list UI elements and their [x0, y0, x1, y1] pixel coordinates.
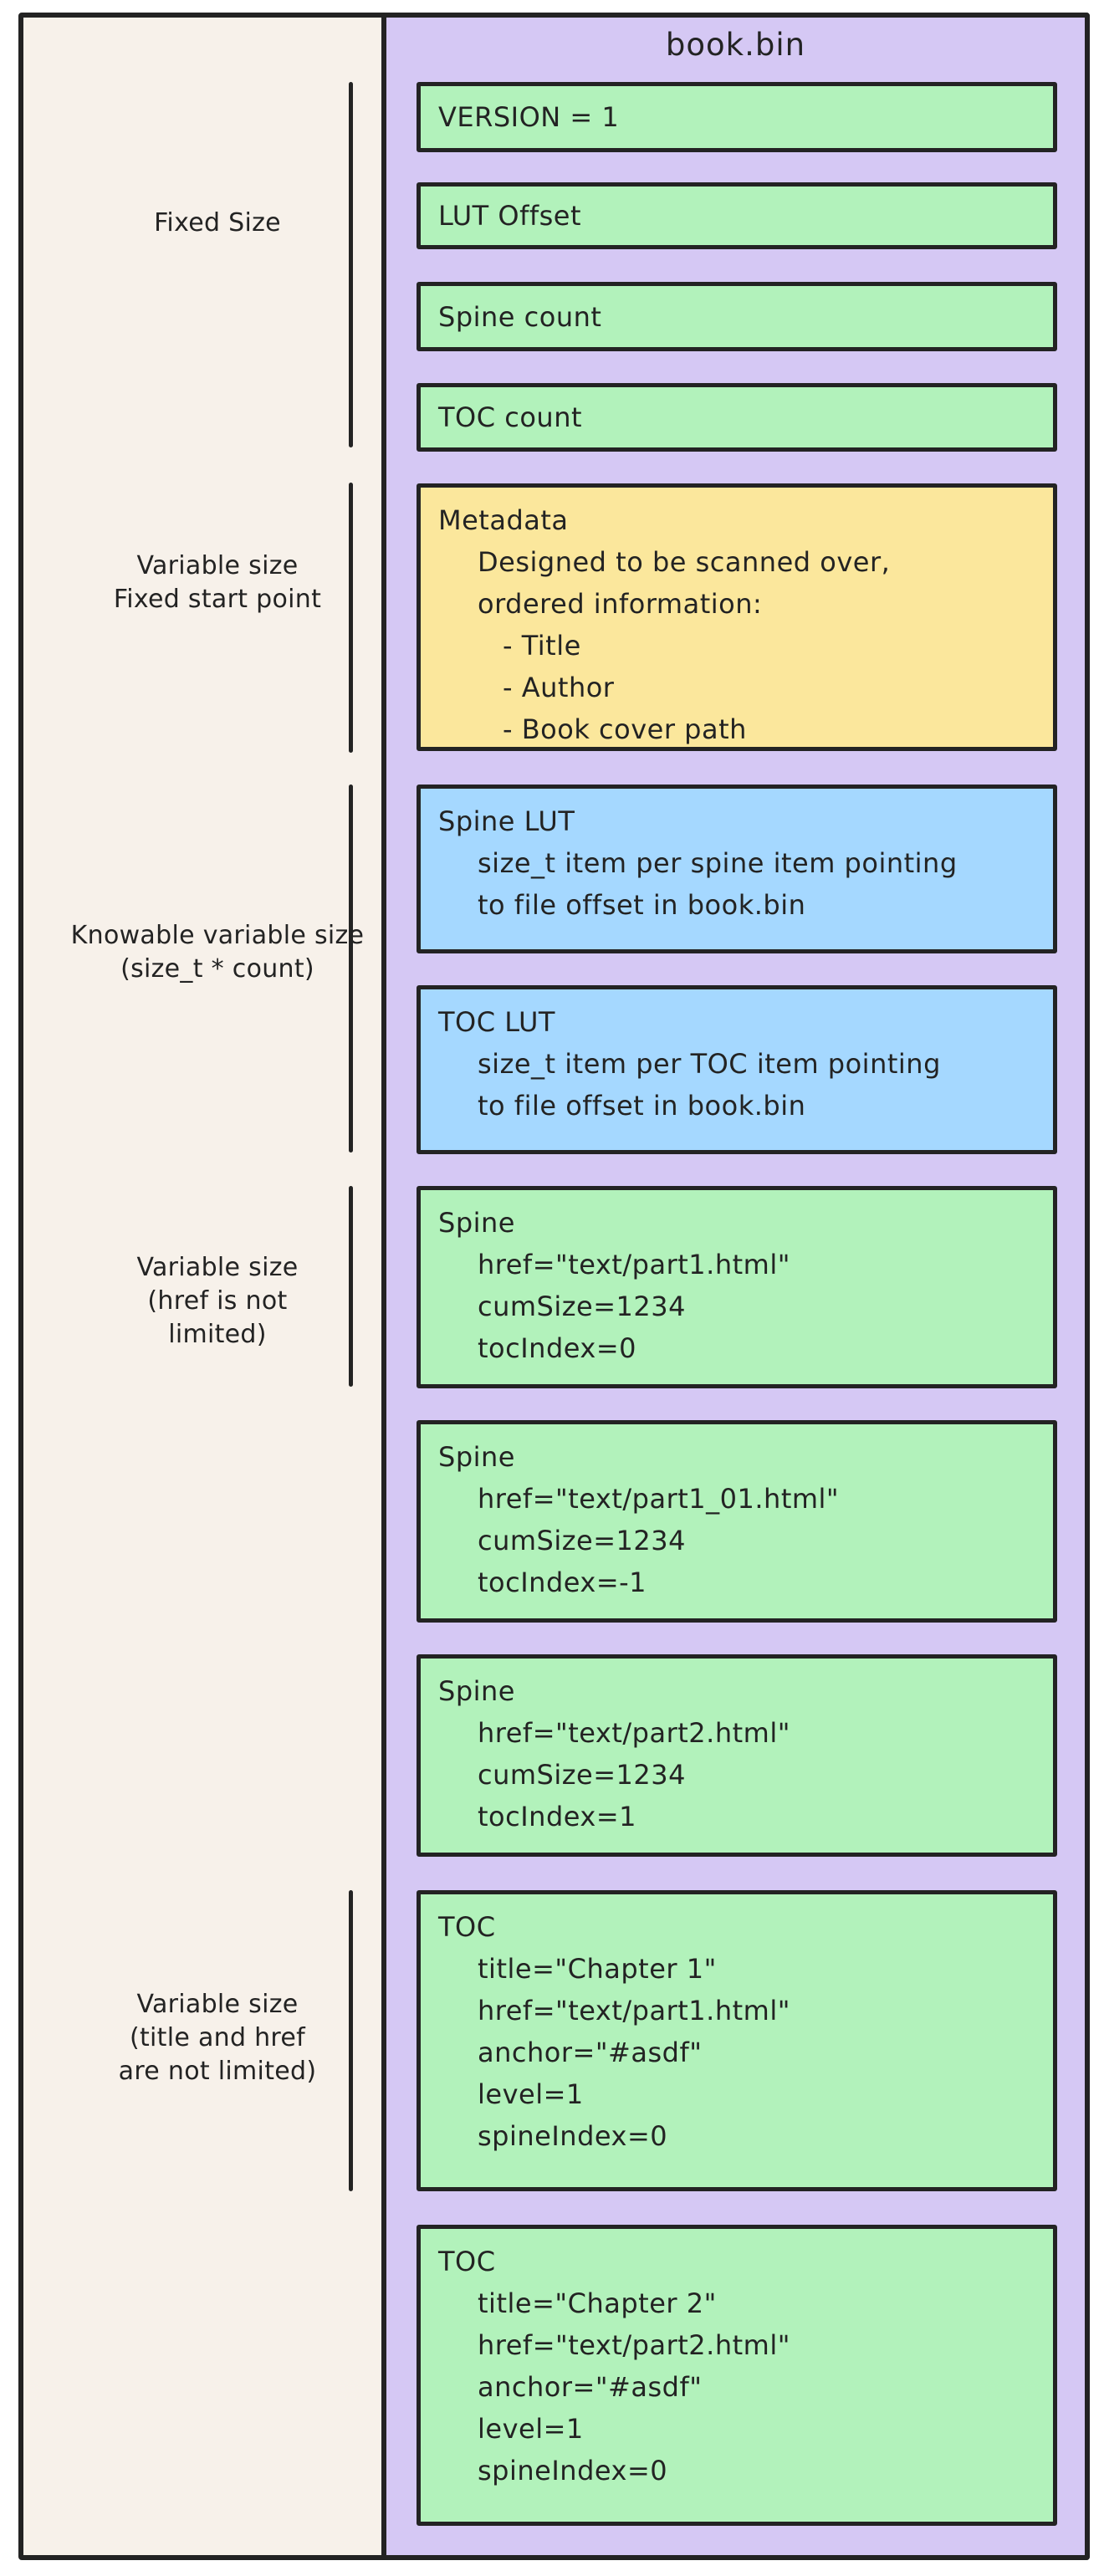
side-label-fixed-size: Fixed Size	[42, 207, 393, 240]
bracket-variable-title-href	[349, 1890, 353, 2191]
box-line: - Book cover path	[503, 713, 747, 745]
box-line: href="text/part1_01.html"	[478, 1483, 840, 1515]
box-line: title="Chapter 2"	[478, 2287, 717, 2319]
side-label-line: (title and href	[129, 2023, 306, 2052]
box-line: href="text/part2.html"	[478, 2329, 790, 2361]
file-title: book.bin	[665, 27, 806, 63]
box-line: - Title	[503, 630, 581, 662]
box-line: Metadata	[438, 504, 569, 536]
side-label-variable-fixed-start: Variable size Fixed start point	[42, 549, 393, 616]
spine-record-box-2: Spine href="text/part1_01.html" cumSize=…	[417, 1420, 1057, 1623]
side-label-line: Knowable variable size	[70, 921, 365, 950]
box-line: TOC	[438, 1911, 496, 1943]
box-line: to file offset in book.bin	[478, 1090, 806, 1122]
side-label-line: Variable size	[136, 1990, 299, 2019]
side-label-knowable-variable: Knowable variable size (size_t * count)	[42, 919, 393, 986]
spine-count-field-box: Spine count	[417, 282, 1057, 351]
side-label-line: (size_t * count)	[120, 954, 314, 984]
side-label-line: are not limited)	[118, 2057, 317, 2086]
box-line: Spine	[438, 1207, 515, 1239]
box-line: Spine	[438, 1675, 515, 1707]
spine-record-box-1: Spine href="text/part1.html" cumSize=123…	[417, 1186, 1057, 1388]
box-line: href="text/part1.html"	[478, 1249, 790, 1280]
bracket-knowable-variable	[349, 785, 353, 1153]
box-line: Spine LUT	[438, 805, 575, 837]
box-line: anchor="#asdf"	[478, 2371, 703, 2403]
toc-record-box-1: TOC title="Chapter 1" href="text/part1.h…	[417, 1890, 1057, 2191]
box-line: cumSize=1234	[478, 1291, 686, 1322]
box-line: href="text/part2.html"	[478, 1717, 790, 1749]
side-label-line: Variable size	[136, 1253, 299, 1282]
box-line: href="text/part1.html"	[478, 1995, 790, 2027]
box-line: title="Chapter 1"	[478, 1953, 717, 1985]
lut-offset-field-box: LUT Offset	[417, 182, 1057, 249]
side-label-line: (href is not	[147, 1286, 288, 1316]
spine-record-box-3: Spine href="text/part2.html" cumSize=123…	[417, 1654, 1057, 1857]
box-line: level=1	[478, 2078, 584, 2110]
box-line: spineIndex=0	[478, 2455, 668, 2487]
version-field-box: VERSION = 1	[417, 82, 1057, 152]
box-line: tocIndex=0	[478, 1332, 636, 1364]
spine-lut-box: Spine LUT size_t item per spine item poi…	[417, 785, 1057, 953]
box-line: to file offset in book.bin	[478, 889, 806, 921]
box-line: Spine	[438, 1441, 515, 1473]
box-line: TOC	[438, 2246, 496, 2277]
toc-count-field-box: TOC count	[417, 383, 1057, 452]
side-label-variable-href: Variable size (href is not limited)	[42, 1251, 393, 1352]
box-line: tocIndex=-1	[478, 1567, 647, 1598]
box-line: cumSize=1234	[478, 1525, 686, 1556]
box-line: ordered information:	[478, 588, 763, 620]
box-line: size_t item per TOC item pointing	[478, 1048, 941, 1080]
box-line: LUT Offset	[438, 200, 581, 232]
side-label-line: Fixed start point	[113, 585, 322, 614]
box-line: Designed to be scanned over,	[478, 546, 891, 578]
box-line: level=1	[478, 2413, 584, 2445]
side-label-line: Fixed Size	[154, 208, 281, 238]
box-line: Spine count	[438, 300, 602, 333]
bracket-variable-fixed-start	[349, 483, 353, 753]
bracket-fixed-size	[349, 82, 353, 447]
toc-record-box-2: TOC title="Chapter 2" href="text/part2.h…	[417, 2225, 1057, 2526]
box-line: tocIndex=1	[478, 1801, 636, 1832]
box-line: VERSION = 1	[438, 101, 620, 133]
metadata-box: Metadata Designed to be scanned over, or…	[417, 483, 1057, 751]
box-line: - Author	[503, 672, 615, 703]
toc-lut-box: TOC LUT size_t item per TOC item pointin…	[417, 985, 1057, 1154]
bracket-variable-href	[349, 1186, 353, 1387]
side-label-variable-title-href: Variable size (title and href are not li…	[42, 1988, 393, 2088]
side-label-line: Variable size	[136, 551, 299, 580]
box-line: anchor="#asdf"	[478, 2037, 703, 2068]
box-line: size_t item per spine item pointing	[478, 847, 958, 879]
box-line: spineIndex=0	[478, 2120, 668, 2152]
side-label-line: limited)	[168, 1320, 267, 1349]
box-line: cumSize=1234	[478, 1759, 686, 1791]
box-line: TOC LUT	[438, 1006, 555, 1038]
box-line: TOC count	[438, 401, 583, 433]
